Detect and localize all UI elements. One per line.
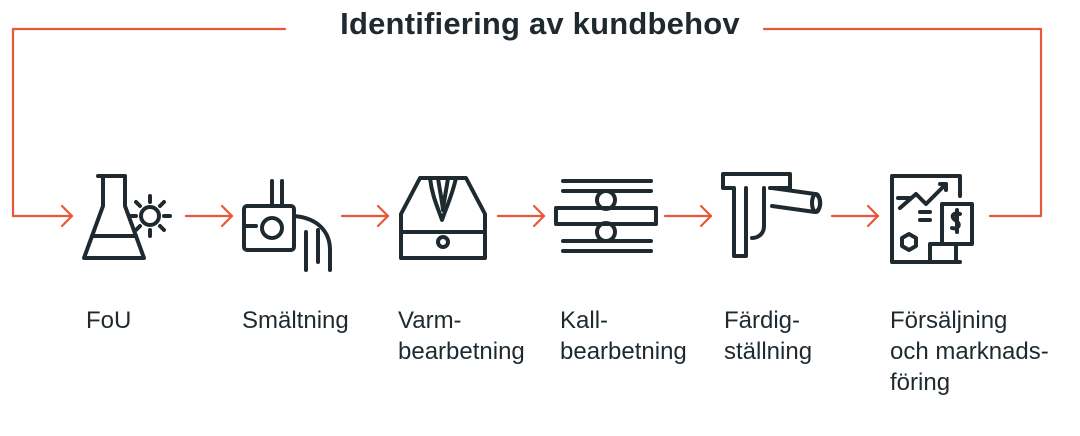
step-label-forsaljning: Försäljning och marknads- föring (890, 305, 1049, 398)
hot-forming-mold-icon (399, 176, 487, 260)
step-label-fardigstallning: Färdig- ställning (724, 305, 812, 367)
step-label-line: bearbetning (560, 338, 687, 365)
lab-flask-gear-icon (82, 174, 172, 260)
step-label-line: FoU (86, 307, 132, 334)
step-label-line: Smältning (242, 307, 349, 334)
step-label-fou: FoU (86, 305, 131, 336)
step-label-line: Försäljning (890, 307, 1008, 334)
step-label-line: Färdig- (724, 307, 801, 334)
loop-arrowhead (60, 204, 74, 228)
step-label-smaltning: Smältning (242, 305, 349, 336)
step-label-line: och marknads- (890, 338, 1049, 365)
feedback-loop-line (11, 27, 1043, 218)
step-label-line: Varm- (398, 307, 462, 334)
melting-pot-pour-icon (242, 179, 332, 272)
sales-marketing-chart-icon (890, 174, 974, 264)
step-label-line: föring (890, 369, 951, 396)
step-label-kallbearbetning: Kall- bearbetning (560, 305, 687, 367)
flow-arrow-5 (830, 204, 880, 228)
step-label-varmbearbetning: Varm- bearbetning (398, 305, 525, 367)
step-label-line: ställning (724, 338, 813, 365)
cold-rolling-icon (554, 179, 658, 253)
diagram-title: Identifiering av kundbehov (340, 6, 740, 41)
step-label-line: Kall- (560, 307, 609, 334)
flow-arrow-1 (184, 204, 234, 228)
flow-arrow-4 (663, 204, 713, 228)
flow-arrow-3 (496, 204, 546, 228)
finishing-caliper-icon (721, 172, 823, 258)
step-label-line: bearbetning (398, 338, 525, 365)
flow-arrow-2 (340, 204, 390, 228)
